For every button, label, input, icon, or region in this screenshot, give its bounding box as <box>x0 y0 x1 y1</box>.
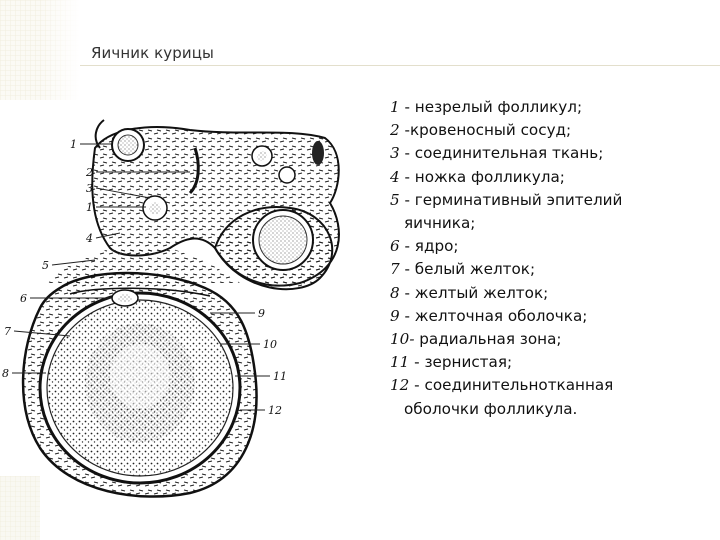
legend-text: - белый желток; <box>399 260 536 279</box>
legend-text: радиальная зона; <box>414 330 562 349</box>
fig-label-6: 6 <box>20 292 27 305</box>
legend-item: 8 - желтый желток; <box>390 282 710 305</box>
legend-text: - ножка фолликула; <box>399 167 565 186</box>
fig-label-8: 8 <box>2 367 9 380</box>
legend-number: 7 <box>390 260 400 279</box>
legend-item: 11 - зернистая; <box>390 351 710 374</box>
legend-text: - соединительнотканная <box>409 376 614 395</box>
legend-number: 6 <box>390 237 400 256</box>
legend-text: - желточная оболочка; <box>399 306 588 325</box>
title-divider <box>80 65 720 66</box>
legend-item: 1 - незрелый фолликул; <box>390 96 710 119</box>
fig-label-1a: 1 <box>70 138 77 151</box>
legend-number: 12 <box>390 376 410 395</box>
legend-item: 7 - белый желток; <box>390 258 710 281</box>
legend-number: 9 <box>390 306 400 325</box>
legend-text: - незрелый фолликул; <box>399 98 583 116</box>
ovary-drawing: 1 2 3 1 4 5 6 7 8 9 10 11 12 <box>2 119 340 498</box>
fig-label-3: 3 <box>86 182 93 195</box>
legend-text: - желтый желток; <box>399 283 549 302</box>
legend-text-continued: оболочки фолликула. <box>404 399 578 418</box>
legend-list: 1 - незрелый фолликул; 2 -кровеносный со… <box>390 96 710 421</box>
legend-text: - зернистая; <box>409 353 513 372</box>
legend-item: 3 - соединительная ткань; <box>390 142 710 165</box>
fig-label-12: 12 <box>268 404 282 417</box>
legend-item: 10- радиальная зона; <box>390 328 710 351</box>
legend-number: 10- <box>390 330 415 349</box>
legend-text-continued: яичника; <box>404 214 476 233</box>
legend-number: 2 <box>390 121 400 140</box>
legend-text: - ядро; <box>399 237 459 256</box>
slide-title: Яичник курицы <box>91 44 214 62</box>
legend-item: 5 - герминативный эпителий яичника; <box>390 189 710 235</box>
fig-label-4: 4 <box>85 232 93 245</box>
legend-number: 5 <box>390 190 400 209</box>
legend-text: - герминативный эпителий <box>399 190 623 209</box>
legend-text: -кровеносный сосуд; <box>399 121 572 140</box>
legend-number: 11 <box>390 353 410 372</box>
corner-decoration <box>0 0 80 100</box>
fig-label-11: 11 <box>273 370 287 383</box>
legend-item: 2 -кровеносный сосуд; <box>390 119 710 142</box>
legend-item: 4 - ножка фолликула; <box>390 166 710 189</box>
legend-item: 12 - соединительнотканная оболочки фоллик… <box>390 374 710 420</box>
fig-label-2: 2 <box>85 166 93 179</box>
fig-label-1b: 1 <box>86 201 93 214</box>
legend-number: 8 <box>390 283 400 302</box>
legend-number: 3 <box>390 144 400 163</box>
legend-item: 9 - желточная оболочка; <box>390 305 710 328</box>
corner-decoration-bottom <box>0 476 40 540</box>
fig-label-10: 10 <box>263 338 277 351</box>
legend-item: 6 - ядро; <box>390 235 710 258</box>
fig-label-5: 5 <box>42 259 49 272</box>
legend-text: - соединительная ткань; <box>399 144 604 163</box>
legend-number: 1 <box>390 98 400 116</box>
fig-label-9: 9 <box>258 307 265 320</box>
legend-number: 4 <box>390 167 400 186</box>
fig-label-7: 7 <box>4 325 11 338</box>
